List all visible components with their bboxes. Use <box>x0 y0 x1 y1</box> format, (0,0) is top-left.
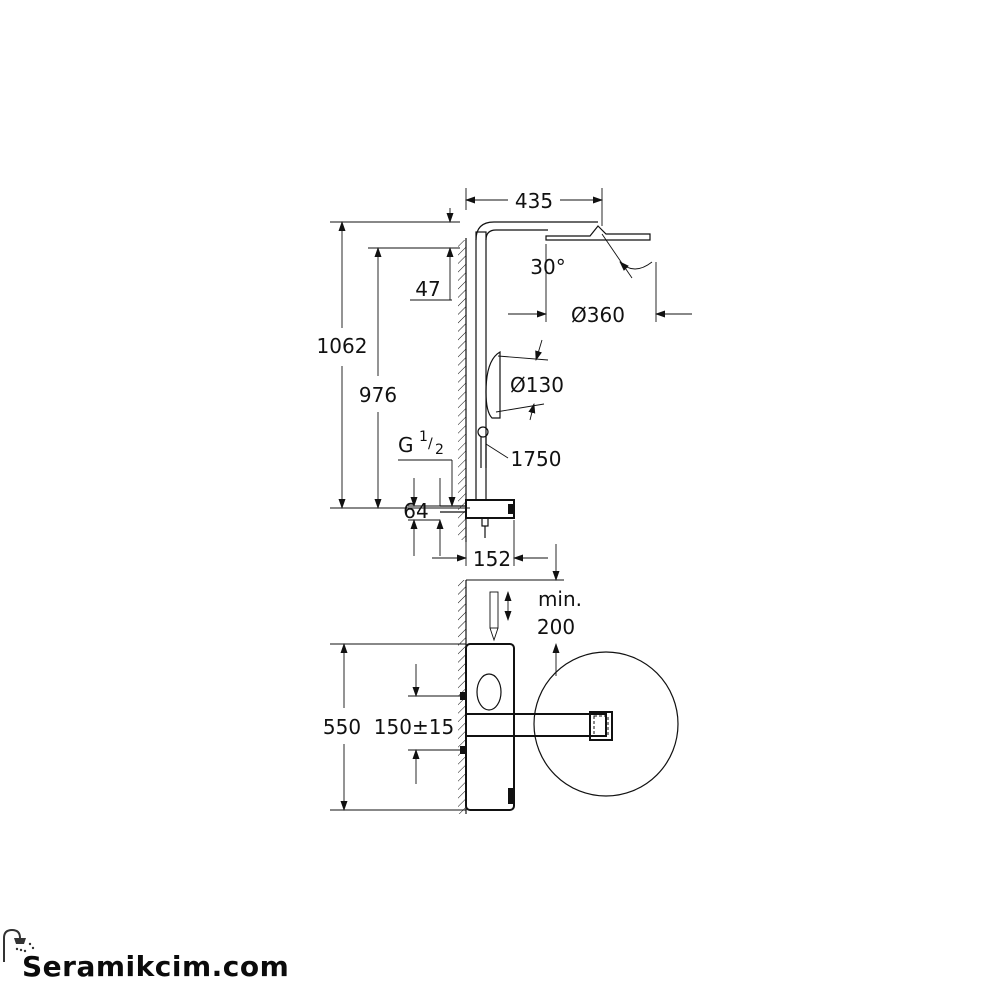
dim-550-label: 550 <box>323 715 361 739</box>
dim-130-bottom <box>528 403 536 421</box>
head-shower <box>545 225 651 241</box>
dim-1750-label: 1750 <box>511 447 562 471</box>
inlet-upper <box>460 692 466 700</box>
thermostat-end-cap <box>508 788 514 804</box>
dim-435-label: 435 <box>515 189 553 213</box>
dim-130-label: Ø130 <box>510 373 564 397</box>
shower-icon <box>3 928 35 962</box>
thermostat-cap <box>508 504 514 514</box>
thread-label: G <box>398 433 414 457</box>
dim-150-label: 150±15 <box>374 715 454 739</box>
dim-47-label: 47 <box>415 277 440 301</box>
shower-arm-inner <box>485 229 548 241</box>
dim-130-top <box>535 339 543 361</box>
thread-slash: / <box>428 436 433 452</box>
thread-numerator: 1 <box>419 429 428 445</box>
plan-view: min. 200 550 150±15 <box>323 544 679 814</box>
dim-152-label: 152 <box>473 547 511 571</box>
arm-connector <box>589 711 613 741</box>
angle-label: 30° <box>530 255 565 279</box>
dim-64-label: 64 <box>403 499 428 523</box>
brand-watermark: Seramikcim.com <box>22 950 290 983</box>
shower-arm-outer <box>475 221 598 241</box>
shower-arm-plan <box>465 713 607 737</box>
thermostat-body-front <box>465 499 515 519</box>
hand-dim-line-top <box>497 355 549 361</box>
head-shower-plan <box>533 651 679 797</box>
hand-shower <box>485 350 501 419</box>
hand-dim-line-bottom <box>495 403 545 413</box>
clearance-min-label: min. <box>538 587 582 611</box>
dim-1062-label: 1062 <box>317 334 368 358</box>
slider-knob <box>477 426 489 438</box>
hand-shower-plan <box>476 673 502 711</box>
lever-tip <box>489 627 499 642</box>
dim-360-label: Ø360 <box>571 303 625 327</box>
wall-hatch-upper <box>458 240 466 540</box>
outlet-stub <box>481 517 489 527</box>
dim-976-label: 976 <box>359 383 397 407</box>
thread-denominator: 2 <box>435 442 444 458</box>
inlet-lower <box>460 746 466 754</box>
dim-1750-leader <box>485 443 509 459</box>
lever-indicator <box>489 591 499 629</box>
front-view: 435 1062 976 47 30° Ø360 Ø130 1750 <box>317 188 692 571</box>
clearance-value-label: 200 <box>537 615 575 639</box>
thermostat-body-plan <box>465 643 515 811</box>
angle-arc <box>619 261 653 271</box>
